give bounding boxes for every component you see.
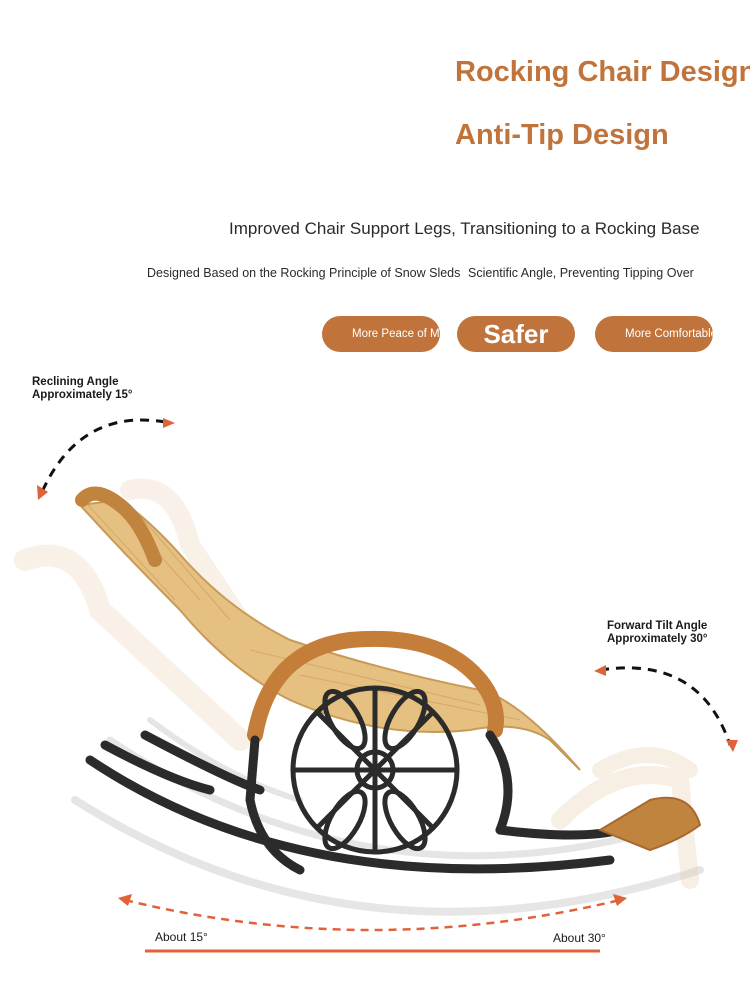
title-anti-tip-design: Anti-Tip Design bbox=[455, 119, 669, 151]
forward-tilt-value: Approximately 30° bbox=[607, 633, 708, 645]
chair-footrest bbox=[597, 796, 702, 852]
recline-angle-annotation: Reclining Angle Approximately 15° bbox=[32, 376, 132, 402]
forward-tilt-annotation: Forward Tilt Angle Approximately 30° bbox=[607, 620, 707, 646]
forward-tilt-arrow-tail bbox=[594, 665, 606, 676]
rocking-arc-head-right bbox=[613, 894, 627, 906]
forward-tilt-arrow-head bbox=[726, 740, 738, 752]
badge-label: More Peace of Mind bbox=[352, 328, 440, 340]
recline-arrow bbox=[40, 418, 166, 493]
chair-armrest bbox=[247, 630, 504, 743]
badge-label: More Comfortable bbox=[625, 328, 713, 340]
description-right: Scientific Angle, Preventing Tipping Ove… bbox=[468, 266, 694, 280]
chair-wheel-frame bbox=[290, 685, 460, 855]
rocking-arc-head-left bbox=[118, 894, 132, 906]
recline-arrow-tail bbox=[163, 418, 175, 428]
chair-headrest bbox=[75, 486, 162, 567]
recline-arrow-head bbox=[37, 485, 48, 500]
about-30-label: About 30° bbox=[553, 931, 606, 945]
forward-tilt-label: Forward Tilt Angle bbox=[607, 620, 708, 632]
recline-angle-value: Approximately 15° bbox=[32, 389, 133, 401]
badge-label: Safer bbox=[483, 318, 549, 349]
badge-more-peace-of-mind: More Peace of Mind bbox=[322, 316, 440, 352]
chair-seat bbox=[77, 498, 581, 771]
badge-more-comfortable: More Comfortable bbox=[595, 316, 713, 352]
badge-safer: Safer bbox=[457, 316, 575, 352]
description-left: Designed Based on the Rocking Principle … bbox=[147, 266, 461, 280]
forward-tilt-arrow bbox=[599, 666, 732, 746]
subtitle: Improved Chair Support Legs, Transitioni… bbox=[229, 219, 700, 238]
recline-angle-label: Reclining Angle bbox=[32, 376, 119, 388]
rocking-chair-illustration bbox=[14, 418, 738, 953]
ghost-chair-front bbox=[551, 747, 699, 889]
title-rocking-chair-design: Rocking Chair Design bbox=[455, 56, 750, 88]
about-15-label: About 15° bbox=[155, 930, 208, 944]
